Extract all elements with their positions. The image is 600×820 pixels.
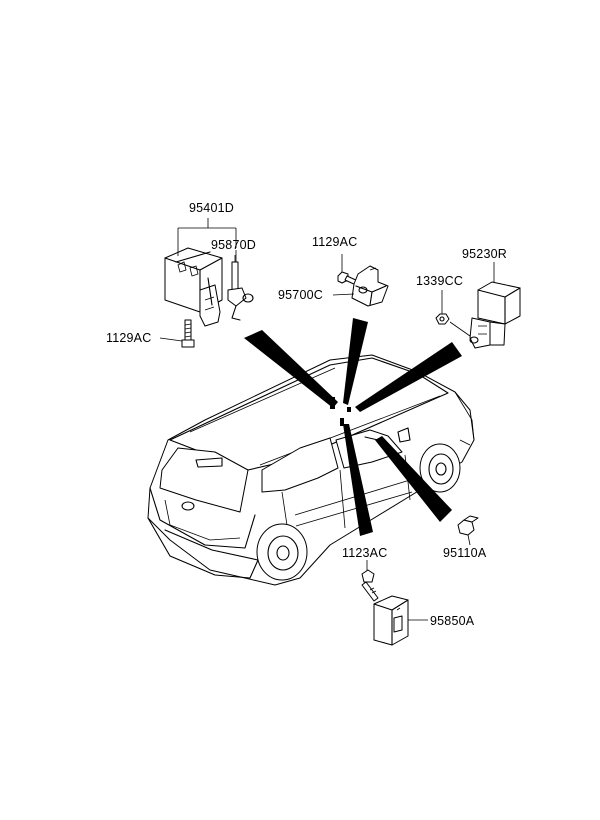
callout-1129AC-left[interactable]: 1129AC <box>106 331 152 345</box>
part-95401D-module[interactable] <box>164 247 223 327</box>
leader-wedge-95110A <box>375 436 452 522</box>
callout-1123AC[interactable]: 1123AC <box>342 546 388 560</box>
callout-95700C[interactable]: 95700C <box>278 288 323 302</box>
leader-wedge-95230R <box>355 342 462 412</box>
callout-95850A[interactable]: 95850A <box>430 614 475 628</box>
part-1339CC-nut[interactable] <box>435 290 471 337</box>
callout-95401D[interactable]: 95401D <box>189 201 234 215</box>
part-95700C-sensor[interactable] <box>332 265 389 307</box>
part-1129AC-bolt-top[interactable] <box>337 254 359 286</box>
leader-wedges <box>244 318 462 536</box>
leader-wedge-95850A <box>343 424 373 536</box>
part-95230R-module[interactable] <box>469 262 521 349</box>
suv-vehicle-illustration <box>147 354 475 586</box>
callout-1129AC-top[interactable]: 1129AC <box>312 235 358 249</box>
part-95870D-antenna[interactable] <box>227 255 254 321</box>
callout-95230R[interactable]: 95230R <box>462 247 507 261</box>
callout-95870D[interactable]: 95870D <box>211 238 256 252</box>
callout-95110A[interactable]: 95110A <box>443 546 487 560</box>
part-95110A-sensor[interactable] <box>457 515 479 546</box>
leader-wedge-95700C <box>343 318 368 405</box>
part-1123AC-bolt[interactable] <box>361 560 379 602</box>
leader-wedge-95401D <box>244 330 338 408</box>
callout-1339CC[interactable]: 1339CC <box>416 274 464 288</box>
part-95850A-unit[interactable] <box>373 595 428 646</box>
leader-lines-95401D <box>177 218 237 262</box>
part-1129AC-bolt-left[interactable] <box>159 319 195 348</box>
